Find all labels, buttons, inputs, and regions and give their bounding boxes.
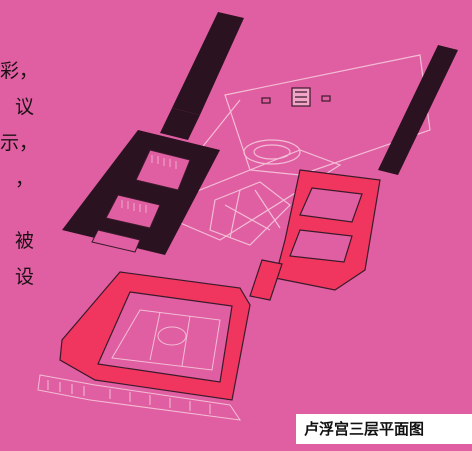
- side-text-line-4: ，: [14, 168, 34, 190]
- small-pavilions: [261, 87, 331, 107]
- side-text-line-2: 议: [14, 96, 34, 118]
- side-text-line-5: 被: [14, 230, 34, 252]
- figure-caption: 卢浮宫三层平面图: [296, 414, 472, 444]
- highlighted-floor: [59, 169, 381, 401]
- south-facade: [37, 374, 242, 421]
- garden-outline: [148, 54, 431, 246]
- east-arm: [378, 45, 458, 175]
- dark-wing: [62, 12, 244, 255]
- side-text-line-3: 示，: [0, 132, 39, 154]
- side-text-line-6: 设: [14, 266, 34, 288]
- side-text-line-1: 彩，: [0, 60, 39, 82]
